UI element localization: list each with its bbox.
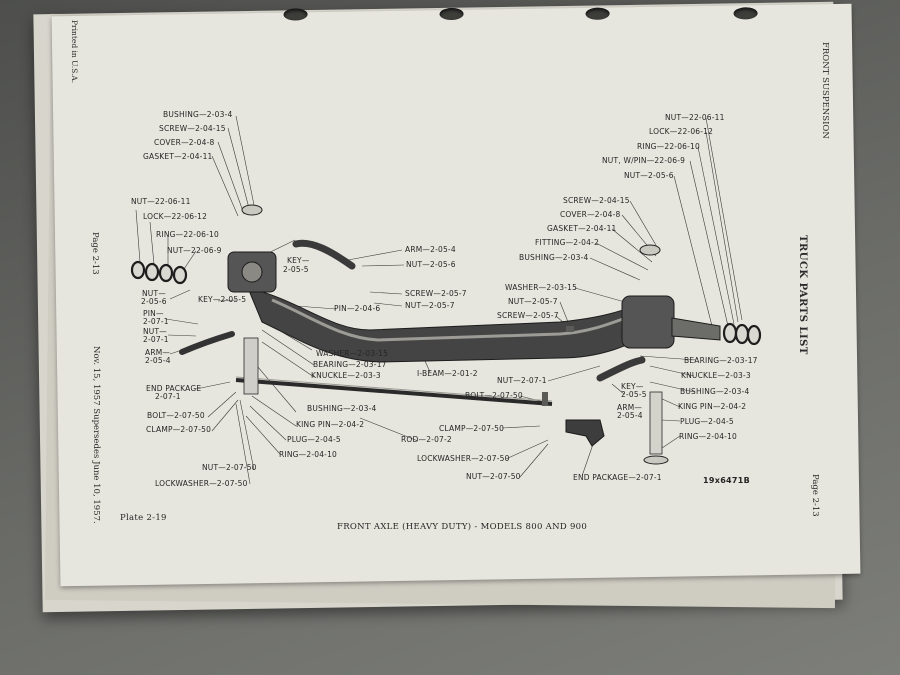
label-ring: RING—22-06-10: [637, 142, 700, 151]
right-knuckle-shape: [621, 295, 675, 349]
label-arm: ARM—: [617, 403, 643, 412]
label-arm: ARM—2-05-4: [405, 245, 456, 254]
label-key: KEY—: [621, 382, 644, 391]
label-clamp: CLAMP—2-07-50: [439, 424, 505, 433]
label-rod: ROD—2-07-2: [401, 435, 452, 444]
right-end-package-shape: [565, 419, 605, 447]
label-pin-number: 2-07-1: [143, 317, 169, 326]
label-bushing: BUSHING—2-03-4: [307, 404, 377, 413]
label-bushing: BUSHING—2-03-4: [163, 110, 233, 119]
label-arm: ARM—: [145, 348, 171, 357]
printed-note: Printed in U.S.A.: [70, 20, 79, 84]
label-knuckle: KNUCKLE—2-03-3: [681, 371, 751, 380]
label-clamp: CLAMP—2-07-50: [146, 425, 212, 434]
label-gasket: GASKET—2-04-11: [547, 224, 617, 233]
right-hub-rings: [722, 322, 762, 346]
axle-assembly: [130, 204, 762, 465]
label-gasket: GASKET—2-04-11: [143, 152, 213, 161]
label-pin: PIN—2-04-6: [334, 304, 381, 313]
right-cover-shape: [639, 244, 661, 256]
label-key-number: 2-05-5: [283, 265, 309, 274]
label-key: KEY—: [287, 256, 310, 265]
label-washer: WASHER—2-03-15: [316, 349, 389, 358]
label-cover: COVER—2-04-8: [154, 138, 215, 147]
left-cover-shape: [241, 204, 263, 216]
i-beam-shape: [247, 287, 661, 363]
label-cover: COVER—2-04-8: [560, 210, 621, 219]
label-end-package: END PACKAGE—2-07-1: [573, 473, 662, 482]
label-end-package-number: 2-07-1: [155, 392, 181, 401]
label-screw: SCREW—2-05-7: [405, 289, 467, 298]
label-nut: NUT—2-05-7: [405, 301, 455, 310]
left-spindle-shape: [241, 261, 263, 283]
label-nut: NUT—2-07-50: [466, 472, 521, 481]
label-nut: NUT—22-06-9: [167, 246, 222, 255]
label-lockwasher: LOCKWASHER—2-07-50: [155, 479, 248, 488]
label-screw: SCREW—2-05-7: [497, 311, 559, 320]
right-spindle-shape: [671, 317, 721, 341]
tie-rod-highlight: [235, 376, 553, 402]
label-ring: RING—2-04-10: [279, 450, 338, 459]
left-steering-arm-shape: [292, 239, 356, 270]
left-king-pin-shape: [243, 337, 259, 395]
page-number-right: Page 2-13: [810, 474, 820, 517]
section-heading: FRONT SUSPENSION: [820, 42, 830, 139]
label-nut: NUT—22-06-11: [131, 197, 191, 206]
label-king-pin: KING PIN—2-04-2: [678, 402, 747, 411]
label-fitting: FITTING—2-04-2: [535, 238, 599, 247]
right-king-pin-shape: [649, 391, 663, 455]
left-hub-rings: [130, 260, 188, 285]
label-nut: NUT—2-05-6: [624, 171, 674, 180]
label-washer: WASHER—2-03-15: [505, 283, 578, 292]
revision-date: Nov. 15, 1957 Supersedes June 10, 1957.: [91, 346, 101, 524]
label-bushing: BUSHING—2-03-4: [519, 253, 589, 262]
left-end-package-shape: [179, 331, 235, 355]
label-key-number: 2-05-5: [621, 390, 647, 399]
label-bushing: BUSHING—2-03-4: [680, 387, 750, 396]
label-bolt: BOLT—2-07-50: [147, 411, 205, 420]
label-lockwasher: LOCKWASHER—2-07-50: [417, 454, 510, 463]
right-ring-shape: [643, 455, 669, 465]
label-nut: NUT—2-05-6: [406, 260, 456, 269]
label-ibeam: I-BEAM—2-01-2: [417, 369, 478, 378]
label-bolt: BOLT—2-07-50: [465, 391, 523, 400]
label-end-package: END PACKAGE: [146, 384, 202, 393]
label-nut: NUT—: [143, 327, 167, 336]
label-nut: NUT—22-06-11: [665, 113, 725, 122]
parts-list-title: TRUCK PARTS LIST: [797, 235, 808, 355]
label-pin: PIN—: [143, 309, 164, 318]
tie-rod-shape: [235, 378, 553, 406]
label-nut: NUT—2-07-1: [497, 376, 547, 385]
label-bearing: BEARING—2-03-17: [684, 356, 758, 365]
label-nut: NUT—2-05-7: [508, 297, 558, 306]
label-ring: RING—22-06-10: [156, 230, 219, 239]
label-arm-number: 2-05-4: [145, 356, 171, 365]
label-nut: NUT—2-07-50: [202, 463, 257, 472]
label-nut-with-pin: NUT, W/PIN—22-06-9: [602, 156, 686, 165]
label-king-pin: KING PIN—2-04-2: [296, 420, 365, 429]
label-ring: RING—2-04-10: [679, 432, 738, 441]
bolt-shape: [542, 392, 548, 406]
label-key: KEY—2-05-5: [198, 295, 247, 304]
label-plug: PLUG—2-04-5: [680, 417, 734, 426]
label-nut-number: 2-05-6: [141, 297, 167, 306]
label-lock: LOCK—22-06-12: [649, 127, 714, 136]
page-number-left: Page 2-13: [90, 232, 100, 275]
label-bearing: BEARING—2-03-17: [313, 360, 387, 369]
plate-number: Plate 2-19: [120, 513, 167, 523]
figure-caption: FRONT AXLE (HEAVY DUTY) - MODELS 800 AND…: [337, 522, 588, 532]
label-screw: SCREW—2-04-15: [159, 124, 226, 133]
i-beam-highlight: [271, 298, 643, 342]
label-arm-number: 2-05-4: [617, 411, 643, 420]
label-knuckle: KNUCKLE—2-03-3: [311, 371, 381, 380]
drawing-number: 19x6471B: [703, 476, 751, 485]
label-nut: NUT—: [142, 289, 166, 298]
label-nut-number: 2-07-1: [143, 335, 169, 344]
screw-shape: [566, 326, 574, 332]
label-plug: PLUG—2-04-5: [287, 435, 341, 444]
label-lock: LOCK—22-06-12: [143, 212, 208, 221]
right-steering-arm-shape: [596, 356, 646, 382]
label-screw: SCREW—2-04-15: [563, 196, 630, 205]
